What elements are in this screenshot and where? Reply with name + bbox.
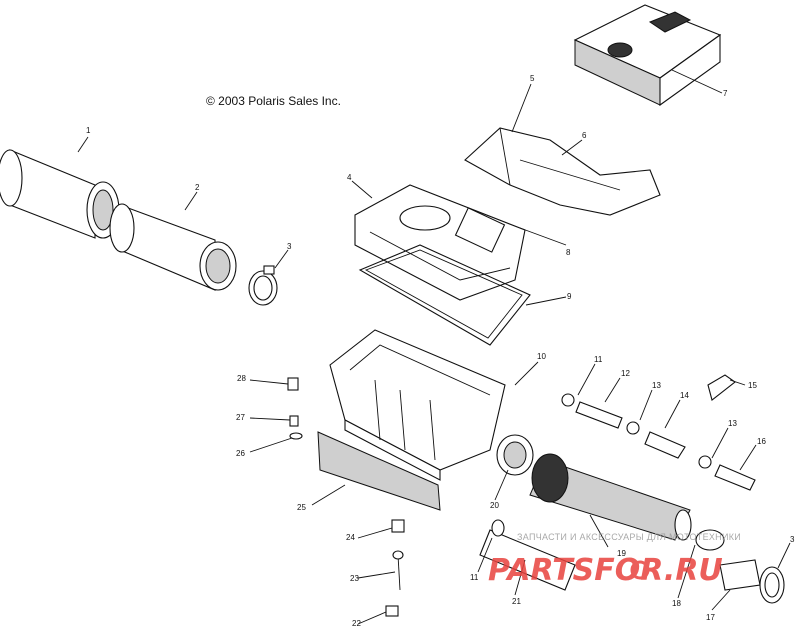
watermark: ЗАПЧАСТИ И АКСЕССУАРЫ ДЛЯ МОТОТЕХНИКИ PA… <box>488 532 741 588</box>
callout-1: 1 <box>86 126 91 135</box>
callout-24: 24 <box>346 533 355 542</box>
callout-14: 14 <box>680 391 689 400</box>
gear-icon <box>630 560 650 580</box>
callout-22: 22 <box>352 619 361 628</box>
callout-13a: 13 <box>652 381 661 390</box>
callout-12: 12 <box>621 369 630 378</box>
callout-28: 28 <box>237 374 246 383</box>
callout-numbers: 1 2 3 4 5 6 7 8 9 10 11 12 13 14 15 13 1… <box>86 74 795 628</box>
callout-6: 6 <box>582 131 587 140</box>
callout-7: 7 <box>723 89 728 98</box>
callout-19: 19 <box>617 549 626 558</box>
part-10-airbox <box>329 329 506 481</box>
small-tubes <box>561 374 756 491</box>
callout-5: 5 <box>530 74 535 83</box>
watermark-subtitle: ЗАПЧАСТИ И АКСЕССУАРЫ ДЛЯ МОТОТЕХНИКИ <box>517 532 741 542</box>
parts-21-24-lower <box>385 519 576 617</box>
callout-23: 23 <box>350 574 359 583</box>
callout-11a: 11 <box>594 355 603 364</box>
parts-17-18-right <box>695 529 785 604</box>
callout-17: 17 <box>706 613 715 622</box>
callout-3: 3 <box>287 242 292 251</box>
part-2-filter-element <box>109 203 237 291</box>
part-20-ring <box>496 434 534 476</box>
callout-15: 15 <box>748 381 757 390</box>
part-1-prefilter <box>0 149 120 239</box>
callout-8: 8 <box>566 248 571 257</box>
callout-20: 20 <box>490 501 499 510</box>
part-19-hose <box>529 453 692 541</box>
callout-16: 16 <box>757 437 766 446</box>
callout-13b: 13 <box>728 419 737 428</box>
part-3-clamp <box>248 265 278 306</box>
callout-18: 18 <box>672 599 681 608</box>
part-25-shield <box>317 431 441 511</box>
part-7-foam-block <box>573 4 722 107</box>
fasteners-26-27-28 <box>287 377 303 440</box>
part-9-gasket <box>358 244 531 346</box>
callout-3b: 3 <box>790 535 795 544</box>
callout-10: 10 <box>537 352 546 361</box>
callout-26: 26 <box>236 449 245 458</box>
callout-4: 4 <box>347 173 352 182</box>
part-6-duct <box>464 127 661 216</box>
copyright-notice: © 2003 Polaris Sales Inc. <box>206 94 341 108</box>
part-4-lid <box>354 184 526 301</box>
watermark-logo: PARTSFOR.RU <box>488 553 723 588</box>
callout-11b: 11 <box>470 573 479 582</box>
callout-27: 27 <box>236 413 245 422</box>
callout-25: 25 <box>297 503 306 512</box>
leader-lines <box>77 69 791 625</box>
callout-21: 21 <box>512 597 521 606</box>
callout-9: 9 <box>567 292 572 301</box>
callout-2: 2 <box>195 183 200 192</box>
